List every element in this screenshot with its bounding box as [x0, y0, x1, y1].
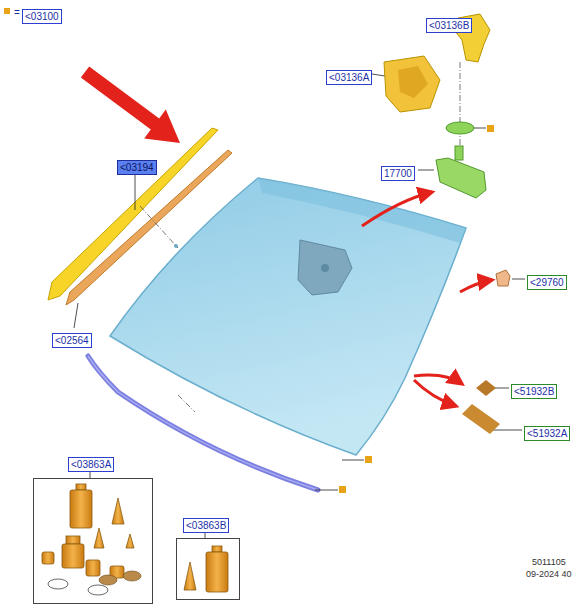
- date-code: 09-2024 40: [526, 569, 572, 579]
- callout-number: <51932B: [511, 384, 557, 399]
- callout-box: <51932B: [511, 381, 557, 399]
- callout-number: <03100: [22, 9, 62, 24]
- callout-box: <29760: [527, 272, 567, 290]
- upper-seal: [66, 150, 232, 305]
- pad-a: [462, 404, 500, 434]
- callout-number: <03863A: [68, 457, 114, 472]
- interior-mirror: [436, 158, 486, 198]
- pointer-arrow: [81, 66, 180, 143]
- adhesive-kit: [42, 484, 134, 578]
- upper-moulding: [48, 128, 218, 300]
- windshield-frit: [258, 178, 466, 243]
- callout-box: <03194: [117, 157, 157, 175]
- callout-box: <03100: [22, 6, 62, 24]
- clip: [496, 270, 510, 286]
- callout-number: <02564: [52, 333, 92, 348]
- kit-frame: <03863B: [176, 538, 240, 600]
- drawing-number: 5011105: [532, 557, 566, 567]
- sensor-cover-inner: [398, 66, 428, 98]
- callout-number: <03863B: [183, 518, 229, 533]
- lower-seal: [88, 356, 318, 490]
- pad-b: [476, 380, 496, 396]
- callout-number: <03136B: [426, 18, 472, 33]
- callout-number: <03136A: [326, 70, 372, 85]
- callout-number: <03194: [117, 160, 157, 175]
- detail-arrows: [362, 192, 492, 406]
- mirror-mount: [298, 240, 352, 295]
- kit-frame: <03863A: [33, 478, 153, 604]
- callout-box: <51932A: [524, 423, 570, 441]
- callout-box: <03136B: [426, 15, 472, 33]
- equals-sign: =: [14, 7, 20, 18]
- sensor-cover-a: [384, 56, 440, 112]
- windshield: [110, 178, 466, 455]
- callout-box: 17700: [381, 163, 415, 181]
- callout-box: <02564: [52, 330, 92, 348]
- leader-lines: [65, 20, 525, 538]
- callout-box: <03136A: [326, 67, 372, 85]
- primer-kit: [184, 546, 228, 592]
- callout-number: 17700: [381, 166, 415, 181]
- mirror-base: [446, 122, 474, 134]
- legend-square: [4, 8, 10, 14]
- lower-seal-edge: [88, 356, 318, 490]
- callout-number: <29760: [527, 275, 567, 290]
- callout-number: <51932A: [524, 426, 570, 441]
